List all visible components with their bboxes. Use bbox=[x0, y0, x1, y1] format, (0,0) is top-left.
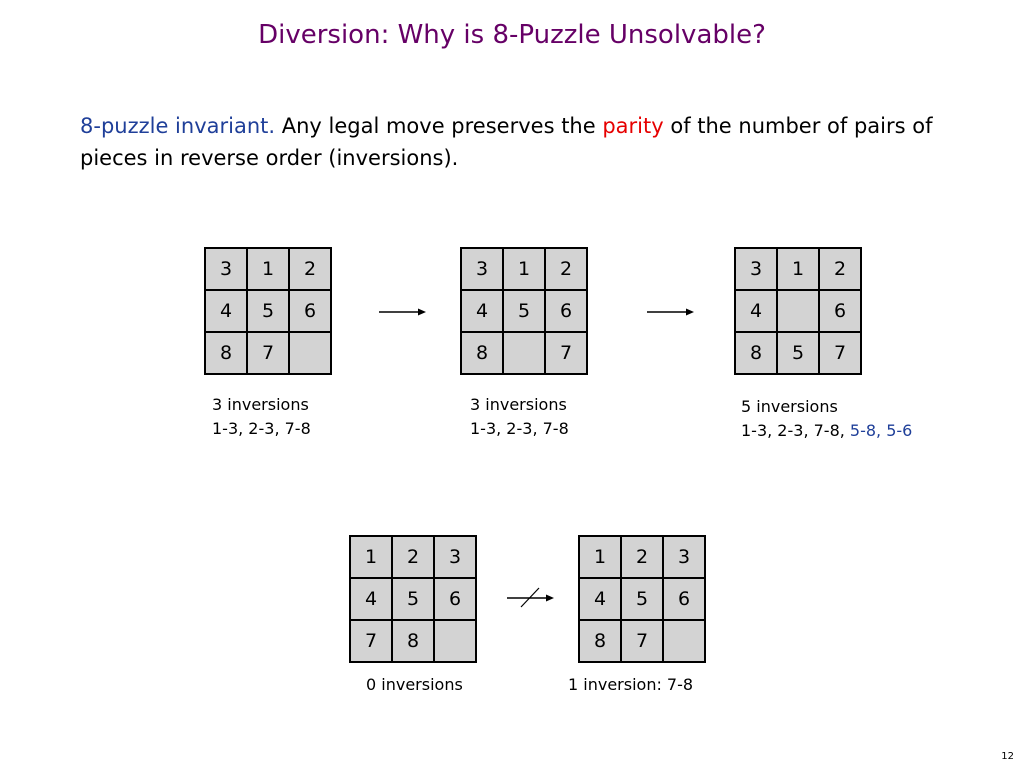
tile: 8 bbox=[392, 620, 434, 662]
tile: 3 bbox=[434, 536, 476, 578]
tile-blank bbox=[503, 332, 545, 374]
puzzle-board-2: 3 1 2 4 5 6 8 7 bbox=[460, 247, 588, 375]
tile: 2 bbox=[621, 536, 663, 578]
tile: 5 bbox=[392, 578, 434, 620]
tile: 8 bbox=[735, 332, 777, 374]
tile: 5 bbox=[247, 290, 289, 332]
puzzle-board-4: 1 2 3 4 5 6 7 8 bbox=[349, 535, 477, 663]
move-arrow-icon bbox=[647, 308, 694, 316]
tile: 4 bbox=[205, 290, 247, 332]
tile: 5 bbox=[621, 578, 663, 620]
tile: 3 bbox=[461, 248, 503, 290]
invariant-paragraph: 8-puzzle invariant. Any legal move prese… bbox=[80, 110, 960, 174]
tile-blank bbox=[777, 290, 819, 332]
tile-blank bbox=[289, 332, 331, 374]
caption-pairs-new: 5-8, 5-6 bbox=[849, 421, 913, 440]
invariant-term: 8-puzzle invariant. bbox=[80, 114, 276, 138]
caption-count: 5 inversions bbox=[741, 397, 838, 416]
tile: 7 bbox=[621, 620, 663, 662]
tile: 4 bbox=[461, 290, 503, 332]
tile: 4 bbox=[735, 290, 777, 332]
caption-count: 3 inversions bbox=[470, 395, 567, 414]
caption-board-1: 3 inversions 1-3, 2-3, 7-8 bbox=[212, 393, 311, 441]
tile: 1 bbox=[579, 536, 621, 578]
caption-count: 3 inversions bbox=[212, 395, 309, 414]
not-reachable-arrow-icon bbox=[507, 587, 554, 608]
page-number: 12 bbox=[1001, 751, 1014, 762]
tile: 6 bbox=[545, 290, 587, 332]
tile: 2 bbox=[545, 248, 587, 290]
tile-blank bbox=[434, 620, 476, 662]
paragraph-text-before: Any legal move preserves the bbox=[275, 114, 603, 138]
caption-board-4: 0 inversions bbox=[366, 675, 463, 694]
tile: 1 bbox=[777, 248, 819, 290]
puzzle-board-1: 3 1 2 4 5 6 8 7 bbox=[204, 247, 332, 375]
caption-pairs: 1-3, 2-3, 7-8, 5-8, 5-6 bbox=[741, 419, 912, 443]
tile: 2 bbox=[289, 248, 331, 290]
puzzle-board-5: 1 2 3 4 5 6 8 7 bbox=[578, 535, 706, 663]
tile: 1 bbox=[247, 248, 289, 290]
caption-board-3: 5 inversions 1-3, 2-3, 7-8, 5-8, 5-6 bbox=[741, 395, 912, 443]
tile: 3 bbox=[205, 248, 247, 290]
tile: 6 bbox=[289, 290, 331, 332]
caption-pairs: 1-3, 2-3, 7-8 bbox=[470, 419, 569, 438]
tile: 6 bbox=[663, 578, 705, 620]
move-arrow-icon bbox=[379, 308, 426, 316]
parity-word: parity bbox=[602, 114, 664, 138]
tile: 7 bbox=[819, 332, 861, 374]
tile: 8 bbox=[579, 620, 621, 662]
caption-board-5: 1 inversion: 7-8 bbox=[568, 675, 694, 694]
tile: 8 bbox=[461, 332, 503, 374]
tile-blank bbox=[663, 620, 705, 662]
tile: 7 bbox=[545, 332, 587, 374]
tile: 7 bbox=[350, 620, 392, 662]
tile: 8 bbox=[205, 332, 247, 374]
tile: 3 bbox=[663, 536, 705, 578]
paragraph-text-after: of the number of pairs of pieces in reve… bbox=[80, 114, 933, 170]
caption-pairs: 1-3, 2-3, 7-8 bbox=[212, 419, 311, 438]
puzzle-board-3: 3 1 2 4 6 8 5 7 bbox=[734, 247, 862, 375]
tile: 6 bbox=[819, 290, 861, 332]
caption-board-2: 3 inversions 1-3, 2-3, 7-8 bbox=[470, 393, 569, 441]
tile: 4 bbox=[579, 578, 621, 620]
tile: 2 bbox=[392, 536, 434, 578]
tile: 1 bbox=[350, 536, 392, 578]
tile: 7 bbox=[247, 332, 289, 374]
tile: 4 bbox=[350, 578, 392, 620]
caption-pairs-original: 1-3, 2-3, 7-8, bbox=[741, 421, 850, 440]
tile: 2 bbox=[819, 248, 861, 290]
tile: 3 bbox=[735, 248, 777, 290]
tile: 1 bbox=[503, 248, 545, 290]
tile: 5 bbox=[777, 332, 819, 374]
tile: 5 bbox=[503, 290, 545, 332]
tile: 6 bbox=[434, 578, 476, 620]
slide-title: Diversion: Why is 8-Puzzle Unsolvable? bbox=[258, 20, 766, 50]
